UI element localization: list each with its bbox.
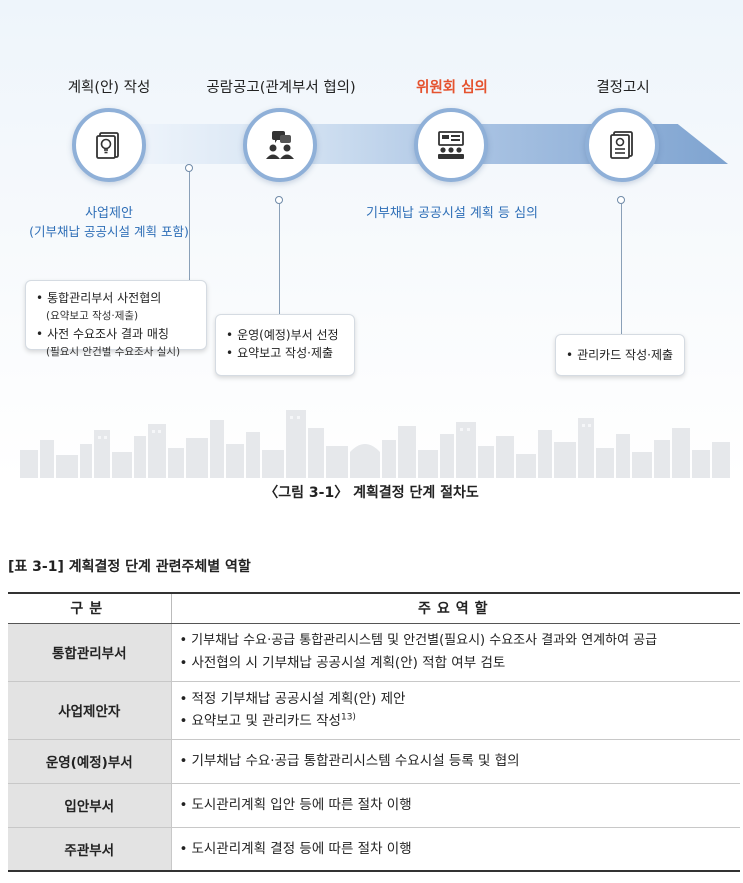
row-line: 기부채납 수요·공급 통합관리시스템 및 안건별(필요시) 수요조사 결과와 연… xyxy=(180,630,733,652)
note-box-1: 통합관리부서 사전협의 (요약보고 작성·제출) 사전 수요조사 결과 매칭 (… xyxy=(25,280,207,358)
note-box-3: 관리카드 작성·제출 xyxy=(555,334,685,376)
row-line: 도시관리계획 결정 등에 따른 절차 이행 xyxy=(180,838,733,860)
table-row: 주관부서 도시관리계획 결정 등에 따른 절차 이행 xyxy=(8,827,740,871)
note2-item1: 운영(예정)부서 선정 xyxy=(226,326,344,344)
footnote-marker: 13) xyxy=(340,712,356,723)
stage-circle-2 xyxy=(243,108,317,182)
connector-dot-2 xyxy=(275,196,283,204)
role-table: 구분 주요역할 통합관리부서 기부채납 수요·공급 통합관리시스템 및 안건별(… xyxy=(8,592,740,872)
stage-title-1: 계획(안) 작성 xyxy=(67,80,151,96)
stage-circle-1 xyxy=(72,108,146,182)
document-lightbulb-icon xyxy=(96,132,119,159)
row-description: 기부채납 수요·공급 통합관리시스템 및 안건별(필요시) 수요조사 결과와 연… xyxy=(171,623,740,682)
table-row: 사업제안자 적정 기부채납 공공시설 계획(안) 제안 요약보고 및 관리카드 … xyxy=(8,681,740,740)
row-line-with-footnote: 요약보고 및 관리카드 작성13) xyxy=(180,710,733,732)
stage-title-4: 결정고시 xyxy=(596,80,650,96)
note3-item1: 관리카드 작성·제출 xyxy=(566,346,674,364)
figure-caption: 〈그림 3-1〉 계획결정 단계 절차도 xyxy=(264,485,479,501)
figure-background xyxy=(0,0,743,480)
connector-line-2 xyxy=(279,204,280,314)
table-caption: [표 3-1] 계획결정 단계 관련주체별 역할 xyxy=(8,559,251,575)
connector-line-3 xyxy=(621,204,622,334)
note2-item2: 요약보고 작성·제출 xyxy=(226,344,344,362)
row-category: 사업제안자 xyxy=(8,681,172,740)
connector-line-1 xyxy=(189,172,190,280)
stage-title-2: 공람공고(관계부서 협의) xyxy=(206,80,356,96)
row-line: 사전협의 시 기부채납 공공시설 계획(안) 적합 여부 검토 xyxy=(180,652,733,674)
stage-circle-4 xyxy=(585,108,659,182)
row-category: 입안부서 xyxy=(8,783,172,828)
stage-title-3: 위원회 심의 xyxy=(416,80,488,96)
row-category: 운영(예정)부서 xyxy=(8,739,172,784)
table-header-row: 구분 주요역할 xyxy=(8,593,740,624)
note1-item2-sub: (필요시 안건별 수요조사 실시) xyxy=(46,346,181,358)
row-line: 도시관리계획 입안 등에 따른 절차 이행 xyxy=(180,794,733,816)
table-row: 운영(예정)부서 기부채납 수요·공급 통합관리시스템 수요시설 등록 및 협의 xyxy=(8,739,740,784)
header-category: 구분 xyxy=(8,593,172,624)
stage-circle-3 xyxy=(414,108,488,182)
connector-dot-3 xyxy=(617,196,625,204)
header-role: 주요역할 xyxy=(171,593,740,624)
table-row: 입안부서 도시관리계획 입안 등에 따른 절차 이행 xyxy=(8,783,740,828)
stage1-desc-line2: (기부채납 공공시설 계획 포함) xyxy=(29,224,189,239)
connector-dot-1 xyxy=(185,164,193,172)
city-skyline-illustration xyxy=(20,410,730,478)
note1-item1: 통합관리부서 사전협의 xyxy=(36,289,196,307)
committee-meeting-icon xyxy=(438,131,464,159)
note1-item2: 사전 수요조사 결과 매칭 xyxy=(36,325,196,343)
people-discussion-icon xyxy=(266,131,294,159)
process-figure: 계획(안) 작성 공람공고(관계부서 협의) 위원회 심의 결정고시 xyxy=(0,0,743,515)
row-description: 도시관리계획 입안 등에 따른 절차 이행 xyxy=(171,783,740,828)
stage1-desc-line1: 사업제안 xyxy=(85,206,133,221)
table-row: 통합관리부서 기부채납 수요·공급 통합관리시스템 및 안건별(필요시) 수요조… xyxy=(8,623,740,682)
row-description: 도시관리계획 결정 등에 따른 절차 이행 xyxy=(171,827,740,871)
row-category: 통합관리부서 xyxy=(8,623,172,682)
announcement-document-icon xyxy=(610,131,633,159)
row-line: 적정 기부채납 공공시설 계획(안) 제안 xyxy=(180,688,733,710)
row-description: 적정 기부채납 공공시설 계획(안) 제안 요약보고 및 관리카드 작성13) xyxy=(171,681,740,740)
note-box-2: 운영(예정)부서 선정 요약보고 작성·제출 xyxy=(215,314,355,376)
row-line: 기부채납 수요·공급 통합관리시스템 수요시설 등록 및 협의 xyxy=(180,750,733,772)
row-line-text: 요약보고 및 관리카드 작성 xyxy=(191,713,341,729)
note1-item1-sub: (요약보고 작성·제출) xyxy=(46,310,139,322)
stage3-desc: 기부채납 공공시설 계획 등 심의 xyxy=(365,206,538,221)
row-category: 주관부서 xyxy=(8,827,172,871)
row-description: 기부채납 수요·공급 통합관리시스템 수요시설 등록 및 협의 xyxy=(171,739,740,784)
